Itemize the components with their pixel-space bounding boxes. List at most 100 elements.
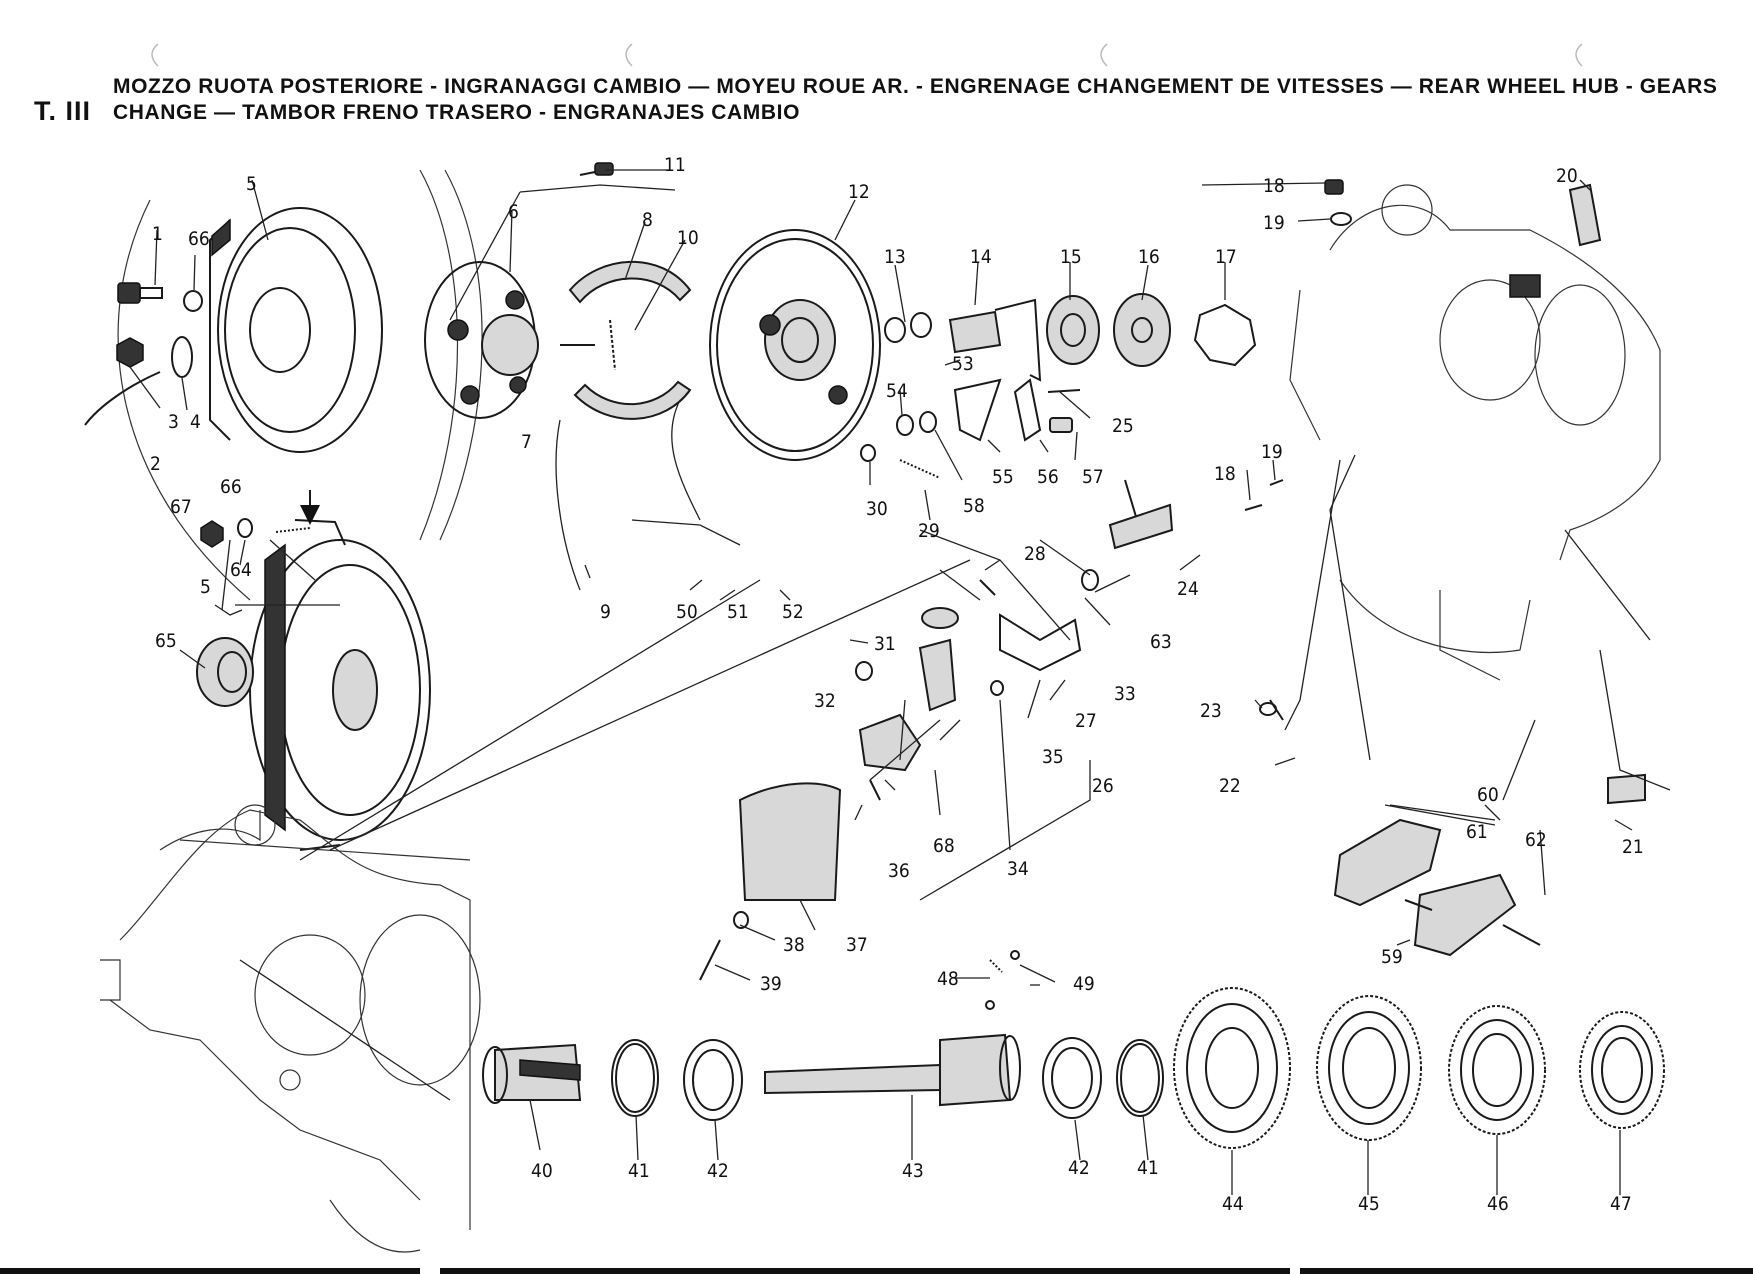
callout-43: 43 xyxy=(902,1160,924,1182)
callout-4: 4 xyxy=(190,411,201,433)
gearbox-casing-lower-left xyxy=(100,804,481,1253)
callout-45: 45 xyxy=(1358,1193,1380,1215)
callout-15: 15 xyxy=(1060,246,1082,268)
callout-27: 27 xyxy=(1075,710,1097,732)
callout-1: 1 xyxy=(152,223,163,245)
hub-flange-6 xyxy=(424,261,539,419)
callout-9: 9 xyxy=(600,601,611,623)
callout-5-lower: 5 xyxy=(200,576,211,598)
callout-20: 20 xyxy=(1556,165,1578,187)
callout-52: 52 xyxy=(782,601,804,623)
title-line-1: MOZZO RUOTA POSTERIORE - INGRANAGGI CAMB… xyxy=(113,75,1718,98)
callout-56: 56 xyxy=(1037,466,1059,488)
callout-14: 14 xyxy=(970,246,992,268)
callout-44: 44 xyxy=(1222,1193,1244,1215)
leader-lines xyxy=(129,169,1671,1195)
hub-carrier-5 xyxy=(249,490,431,851)
callout-26: 26 xyxy=(1092,775,1114,797)
callout-60: 60 xyxy=(1477,784,1499,806)
callout-39: 39 xyxy=(760,973,782,995)
circlip-41-right xyxy=(1116,1039,1164,1117)
plate-id: T. III xyxy=(34,96,92,126)
callout-10: 10 xyxy=(677,227,699,249)
binder-punch-marks xyxy=(151,43,1583,67)
callout-8: 8 xyxy=(642,209,653,231)
callout-46: 46 xyxy=(1487,1193,1509,1215)
callout-42-right: 42 xyxy=(1068,1157,1090,1179)
callout-47: 47 xyxy=(1610,1193,1632,1215)
callout-36: 36 xyxy=(888,860,910,882)
callout-62: 62 xyxy=(1525,829,1547,851)
gear-47 xyxy=(1579,1011,1665,1129)
selector-parts-middle xyxy=(699,293,1257,1010)
bottom-rule-center xyxy=(440,1268,1290,1274)
callout-42-left: 42 xyxy=(707,1160,729,1182)
callout-16: 16 xyxy=(1138,246,1160,268)
bottom-rule-right xyxy=(1300,1268,1753,1274)
callout-66: 66 xyxy=(188,228,210,250)
small-hardware-upper-left xyxy=(84,162,614,548)
callout-25: 25 xyxy=(1112,415,1134,437)
callout-2: 2 xyxy=(150,453,161,475)
callout-41-left: 41 xyxy=(628,1160,650,1182)
gear-cluster-40 xyxy=(482,1043,582,1104)
callout-11: 11 xyxy=(664,154,686,176)
callout-50: 50 xyxy=(676,601,698,623)
callout-5: 5 xyxy=(246,173,257,195)
callout-61: 61 xyxy=(1466,821,1488,843)
crankcase-upper-right xyxy=(1244,179,1661,681)
brake-shoes-8 xyxy=(560,260,692,420)
gear-44 xyxy=(1173,987,1291,1149)
callout-32: 32 xyxy=(814,690,836,712)
callout-23: 23 xyxy=(1200,700,1222,722)
callout-51: 51 xyxy=(727,601,749,623)
callout-28: 28 xyxy=(1024,543,1046,565)
callout-31: 31 xyxy=(874,633,896,655)
main-shaft-43 xyxy=(764,1033,1021,1107)
callout-53: 53 xyxy=(952,353,974,375)
callout-13: 13 xyxy=(884,246,906,268)
circlip-41-left xyxy=(611,1039,659,1117)
plate-title: MOZZO RUOTA POSTERIORE - INGRANAGGI CAMB… xyxy=(113,74,1723,126)
callout-22: 22 xyxy=(1219,775,1241,797)
callout-21: 21 xyxy=(1622,836,1644,858)
callout-6: 6 xyxy=(508,201,519,223)
thrust-washer-42-left xyxy=(683,1039,743,1121)
callout-3: 3 xyxy=(168,411,179,433)
callout-17: 17 xyxy=(1215,246,1237,268)
brake-drum-5 xyxy=(117,169,483,601)
callout-67: 67 xyxy=(170,496,192,518)
callout-54: 54 xyxy=(886,380,908,402)
callout-64: 64 xyxy=(230,559,252,581)
callout-labels: 1 66 2 3 4 5 6 7 8 10 11 9 12 13 14 53 1… xyxy=(150,154,1644,1215)
bottom-rule-left xyxy=(0,1268,420,1274)
callout-57: 57 xyxy=(1082,466,1104,488)
callout-30: 30 xyxy=(866,498,888,520)
callout-38: 38 xyxy=(783,934,805,956)
callout-48: 48 xyxy=(937,968,959,990)
callout-63: 63 xyxy=(1150,631,1172,653)
callout-55: 55 xyxy=(992,466,1014,488)
callout-19-top: 19 xyxy=(1263,212,1285,234)
callout-66-mid: 66 xyxy=(220,476,242,498)
callout-34: 34 xyxy=(1007,858,1029,880)
side-cover-60 xyxy=(1259,699,1646,957)
callout-59: 59 xyxy=(1381,946,1403,968)
callout-19-mid: 19 xyxy=(1261,441,1283,463)
callout-49: 49 xyxy=(1073,973,1095,995)
callout-37: 37 xyxy=(846,934,868,956)
callout-65: 65 xyxy=(155,630,177,652)
thrust-washer-42-right xyxy=(1042,1037,1102,1119)
callout-12: 12 xyxy=(848,181,870,203)
callout-24: 24 xyxy=(1177,578,1199,600)
callout-41-right: 41 xyxy=(1137,1157,1159,1179)
gear-46 xyxy=(1448,1005,1546,1135)
brake-backplate-12 xyxy=(709,229,881,461)
gear-45 xyxy=(1316,995,1422,1141)
callout-40: 40 xyxy=(531,1160,553,1182)
callout-58: 58 xyxy=(963,495,985,517)
callout-7: 7 xyxy=(521,431,532,453)
callout-35: 35 xyxy=(1042,746,1064,768)
callout-29: 29 xyxy=(918,520,940,542)
